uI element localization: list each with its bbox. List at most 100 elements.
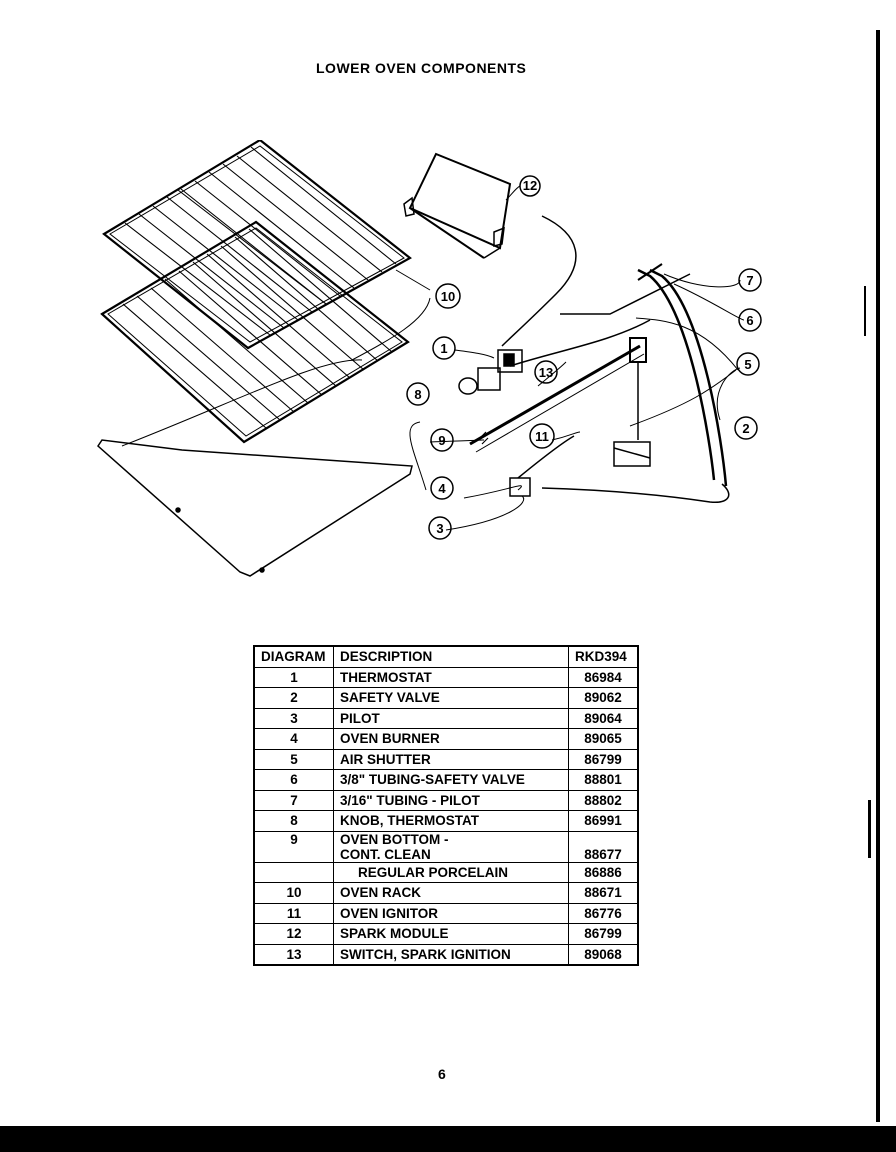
table-row: 12 SPARK MODULE 86799 [253, 923, 639, 945]
svg-text:2: 2 [742, 421, 749, 436]
row-part-number: 86886 [568, 861, 639, 883]
row-diagram-number: 4 [253, 728, 334, 750]
svg-text:9: 9 [438, 433, 445, 448]
row-description: OVEN RACK [333, 882, 569, 904]
table-header-row: DIAGRAM DESCRIPTION RKD394 [253, 645, 639, 668]
header-diagram: DIAGRAM [253, 645, 334, 668]
table-row: 7 3/16" TUBING - PILOT 88802 [253, 789, 639, 811]
svg-text:8: 8 [414, 387, 421, 402]
row-part-number: 89062 [568, 687, 639, 709]
callout-2: 2 [734, 416, 758, 440]
row-diagram-number: 11 [253, 902, 334, 924]
row-part-number: 88801 [568, 769, 639, 791]
row-part-number: 86799 [568, 748, 639, 770]
svg-text:5: 5 [744, 357, 751, 372]
svg-text:10: 10 [441, 289, 455, 304]
callout-3: 3 [428, 516, 452, 540]
svg-text:3: 3 [436, 521, 443, 536]
row-part-number: 89064 [568, 707, 639, 729]
callout-1: 1 [432, 336, 456, 360]
callout-7: 7 [738, 268, 762, 292]
row-diagram-number: 12 [253, 923, 334, 945]
row-diagram-number: 9 [253, 830, 334, 863]
row-description: OVEN BOTTOM - CONT. CLEAN [333, 830, 569, 863]
svg-text:7: 7 [746, 273, 753, 288]
callout-4: 4 [430, 476, 454, 500]
row-diagram-number: 13 [253, 943, 334, 966]
margin-mark [864, 286, 866, 336]
svg-text:4: 4 [438, 481, 446, 496]
exploded-parts-diagram: 12 7 10 6 1 5 13 8 2 [90, 138, 780, 590]
callout-9: 9 [430, 428, 454, 452]
row-diagram-number: 10 [253, 882, 334, 904]
table-row: 11 OVEN IGNITOR 86776 [253, 902, 639, 924]
svg-text:1: 1 [440, 341, 447, 356]
row-part-number: 88671 [568, 882, 639, 904]
row-part-number: 89068 [568, 943, 639, 966]
callout-5: 5 [736, 352, 760, 376]
spark-module [403, 152, 512, 259]
svg-text:6: 6 [746, 313, 753, 328]
margin-mark [868, 800, 871, 858]
callout-10: 10 [435, 283, 461, 309]
leader-lines [121, 185, 745, 531]
table-row: REGULAR PORCELAIN 86886 [253, 861, 639, 883]
row-description: SAFETY VALVE [333, 687, 569, 709]
row-part-number: 89065 [568, 728, 639, 750]
row-diagram-number: 3 [253, 707, 334, 729]
row-part-number: 86799 [568, 923, 639, 945]
row-description: OVEN IGNITOR [333, 902, 569, 924]
table-row: 8 KNOB, THERMOSTAT 86991 [253, 810, 639, 832]
row-description: SPARK MODULE [333, 923, 569, 945]
row-description-line-2: CONT. CLEAN [340, 846, 431, 862]
table-row: 9 OVEN BOTTOM - CONT. CLEAN 88677 [253, 830, 639, 863]
table-row: 2 SAFETY VALVE 89062 [253, 687, 639, 709]
row-part-number: 88677 [568, 830, 639, 863]
row-part-number: 86776 [568, 902, 639, 924]
row-part-number: 86984 [568, 666, 639, 688]
page-border-right [876, 30, 880, 1122]
row-description: OVEN BURNER [333, 728, 569, 750]
callout-13: 13 [534, 360, 558, 384]
burner-assembly [458, 215, 730, 503]
row-description: 3/16" TUBING - PILOT [333, 789, 569, 811]
row-description: 3/8" TUBING-SAFETY VALVE [333, 769, 569, 791]
oven-bottom-panel [97, 439, 413, 577]
lower-oven-rack [100, 220, 410, 444]
table-row: 10 OVEN RACK 88671 [253, 882, 639, 904]
row-part-number: 88802 [568, 789, 639, 811]
row-diagram-number: 8 [253, 810, 334, 832]
table-row: 13 SWITCH, SPARK IGNITION 89068 [253, 943, 639, 966]
row-diagram-number: 2 [253, 687, 334, 709]
table-row: 5 AIR SHUTTER 86799 [253, 748, 639, 770]
page-border-bottom [0, 1126, 896, 1152]
row-part-number: 86991 [568, 810, 639, 832]
header-description: DESCRIPTION [333, 645, 569, 668]
callout-12: 12 [519, 175, 541, 197]
callout-8: 8 [406, 382, 430, 406]
row-diagram-number: 5 [253, 748, 334, 770]
header-part-number: RKD394 [568, 645, 639, 668]
row-description: THERMOSTAT [333, 666, 569, 688]
row-description: SWITCH, SPARK IGNITION [333, 943, 569, 966]
row-description: AIR SHUTTER [333, 748, 569, 770]
row-description: REGULAR PORCELAIN [333, 861, 569, 883]
row-description: PILOT [333, 707, 569, 729]
page-number: 6 [438, 1066, 446, 1082]
table-row: 4 OVEN BURNER 89065 [253, 728, 639, 750]
row-diagram-number: 1 [253, 666, 334, 688]
row-diagram-number: 7 [253, 789, 334, 811]
row-diagram-number [253, 861, 334, 883]
svg-text:12: 12 [523, 178, 537, 193]
svg-text:11: 11 [535, 429, 549, 444]
row-description: KNOB, THERMOSTAT [333, 810, 569, 832]
table-row: 6 3/8" TUBING-SAFETY VALVE 88801 [253, 769, 639, 791]
page-title: LOWER OVEN COMPONENTS [316, 60, 527, 76]
svg-text:13: 13 [539, 365, 553, 380]
row-diagram-number: 6 [253, 769, 334, 791]
callout-11: 11 [529, 423, 555, 449]
parts-table: DIAGRAM DESCRIPTION RKD394 1 THERMOSTAT … [253, 645, 639, 966]
table-row: 3 PILOT 89064 [253, 707, 639, 729]
table-row: 1 THERMOSTAT 86984 [253, 666, 639, 688]
callout-6: 6 [738, 308, 762, 332]
